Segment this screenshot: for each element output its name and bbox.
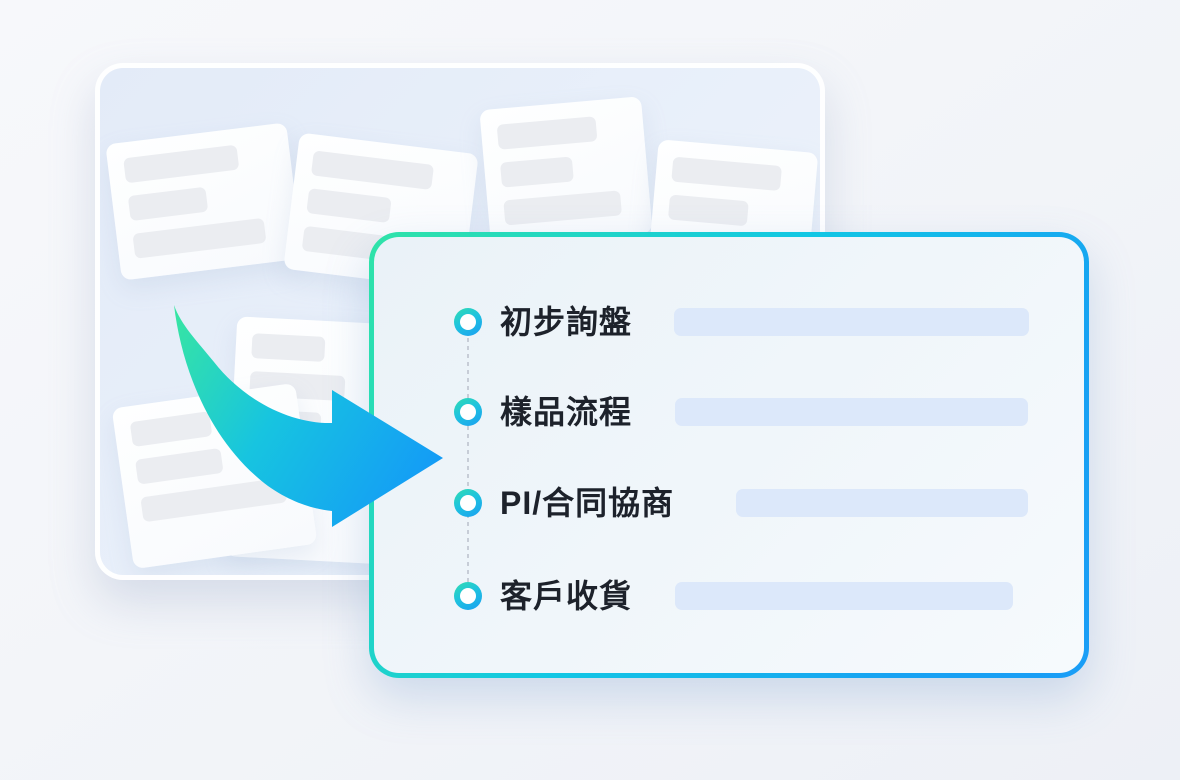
- step-label: 樣品流程: [500, 394, 633, 430]
- skeleton-bar: [123, 144, 240, 184]
- step-label: PI/合同協商: [500, 485, 675, 521]
- skeleton-bar: [127, 186, 209, 222]
- skeleton-bar: [667, 194, 750, 227]
- skeleton-bar: [132, 217, 267, 259]
- step-marker-icon: [454, 489, 482, 517]
- skeleton-bar: [671, 156, 782, 191]
- document-card: [479, 96, 653, 247]
- skeleton-bar: [134, 447, 224, 485]
- skeleton-bar: [310, 150, 435, 190]
- skeleton-bar: [306, 188, 392, 224]
- step-placeholder-bar: [674, 308, 1029, 336]
- step-label: 初步詢盤: [500, 304, 633, 340]
- document-card: [111, 382, 318, 570]
- step-marker-icon: [454, 308, 482, 336]
- skeleton-bar: [496, 116, 598, 150]
- step-placeholder-bar: [736, 489, 1028, 517]
- step-marker-icon: [454, 398, 482, 426]
- step-marker-icon: [454, 582, 482, 610]
- skeleton-bar: [140, 477, 288, 523]
- timeline-dashed-connector: [467, 322, 469, 596]
- document-card: [105, 122, 303, 281]
- process-flow-panel: 初步詢盤 樣品流程 PI/合同協商 客戶收貨: [369, 232, 1089, 678]
- step-placeholder-bar: [675, 582, 1013, 610]
- skeleton-bar: [499, 156, 574, 188]
- process-flow-panel-body: 初步詢盤 樣品流程 PI/合同協商 客戶收貨: [374, 237, 1084, 673]
- skeleton-bar: [251, 333, 326, 362]
- skeleton-bar: [503, 190, 623, 226]
- skeleton-bar: [129, 411, 212, 448]
- step-label: 客戶收貨: [500, 578, 633, 614]
- step-placeholder-bar: [675, 398, 1028, 426]
